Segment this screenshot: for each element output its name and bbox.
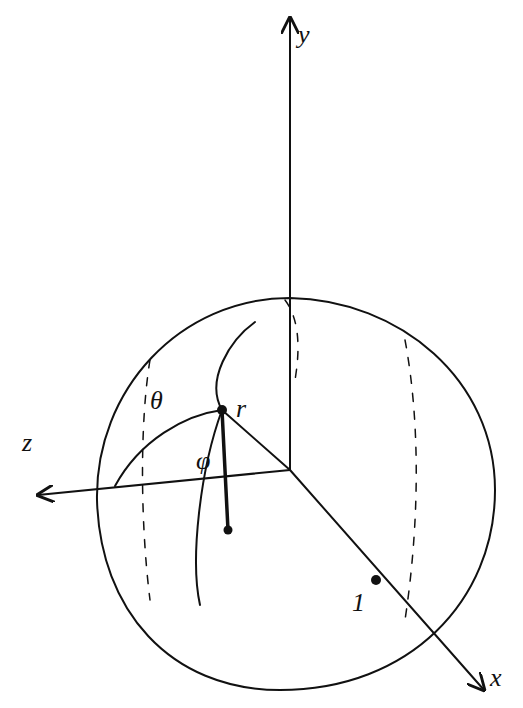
- projection-line: [222, 410, 228, 530]
- angle-label: θ: [150, 388, 163, 414]
- y-axis: [289, 18, 291, 470]
- latitude-arc: [115, 410, 222, 486]
- point-dot: [217, 405, 227, 415]
- unit-dot: [371, 575, 381, 585]
- angle-label: φ: [196, 448, 210, 474]
- x-axis: [290, 470, 484, 690]
- z-axis: [38, 470, 290, 495]
- unit-label: 1: [352, 590, 365, 616]
- hidden-line: [285, 300, 298, 380]
- sphere-outline: [97, 298, 495, 690]
- hidden-line: [405, 340, 416, 620]
- radius-line: [222, 410, 290, 470]
- hidden-line: [143, 360, 151, 600]
- point-label: r: [236, 396, 246, 422]
- axis-label: z: [22, 430, 32, 456]
- point-dot: [224, 526, 233, 535]
- axis-label: x: [490, 665, 502, 691]
- axis-label: y: [298, 22, 310, 48]
- meridian-curve: [196, 322, 255, 605]
